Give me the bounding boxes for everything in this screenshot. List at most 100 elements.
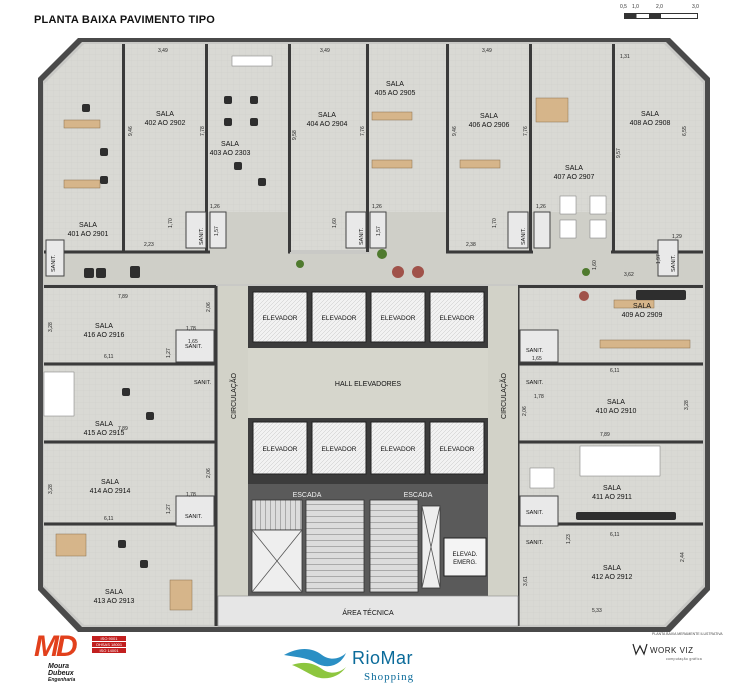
workviz-subtitle: computação gráfica <box>666 657 702 661</box>
dimension: 2,06 <box>206 302 212 312</box>
dimension: 6,11 <box>610 532 620 538</box>
dimension: 6,11 <box>104 516 114 522</box>
sanit-label: SANIT. <box>526 540 544 546</box>
room-405-floor <box>369 44 446 212</box>
circulation-label-left: CIRCULAÇÃO <box>229 373 238 419</box>
elevator-label: ELEVADOR <box>440 446 475 453</box>
dimension: 2,06 <box>206 468 212 478</box>
dimension: 3,49 <box>320 48 330 54</box>
sanit-label: SANIT. <box>51 254 57 272</box>
plan-title: PLANTA BAIXA PAVIMENTO TIPO <box>34 14 215 26</box>
workviz-name: WORK VIZ <box>650 646 694 655</box>
dimension: 7,76 <box>523 126 529 136</box>
dimension: 2,06 <box>522 406 528 416</box>
room-401-floor <box>44 44 122 250</box>
left-sanit-blocks <box>175 329 215 527</box>
dimension: 1,26 <box>536 204 546 210</box>
dimension: 1,29 <box>672 234 682 240</box>
dimension: 6,11 <box>610 368 620 374</box>
md-company-name: Moura Dubeux <box>48 663 74 677</box>
md-subtitle: Engenharia <box>48 677 76 683</box>
sanit-label: SANIT. <box>526 348 544 354</box>
room-412-floor <box>520 526 703 625</box>
iso-badge: OHSAS 18001 <box>92 642 126 647</box>
illustrative-caption: PLANTA BAIXA MERAMENTE ILUSTRATIVA <box>652 632 723 636</box>
dimension: 1,78 <box>186 326 196 332</box>
dimension: 7,89 <box>118 294 128 300</box>
room-407-floor <box>532 44 612 212</box>
top-sanit-blocks <box>45 211 679 277</box>
dimension: 2,38 <box>466 242 476 248</box>
scale-label: 1,0 <box>632 4 639 10</box>
dimension: 1,70 <box>492 218 498 228</box>
dimension: 1,97 <box>656 254 662 264</box>
dimension: 3,62 <box>624 272 634 278</box>
elevator-label: ELEVADOR <box>322 315 357 322</box>
stair-label-left: ESCADA <box>293 492 322 499</box>
dimension: 1,31 <box>620 54 630 60</box>
elevators-bottom <box>252 421 485 475</box>
riomar-wave-icon <box>284 649 346 679</box>
sanit-label: SANIT. <box>521 227 527 245</box>
sanit-labels: SANIT. SANIT. SANIT. SANIT. SANIT. SANIT… <box>51 227 677 546</box>
elevator-label: ELEVADOR <box>263 446 298 453</box>
top-corridor <box>44 254 703 284</box>
dimension: 3,61 <box>523 576 529 586</box>
dimension: 7,89 <box>118 426 128 432</box>
sanit-label: SANIT. <box>526 380 544 386</box>
dimension: 1,57 <box>376 226 382 236</box>
scale-graphic <box>624 13 698 19</box>
workviz-logo: WORK VIZ computação gráfica <box>632 640 732 670</box>
dimension: 2,44 <box>680 552 686 562</box>
stairs <box>251 499 487 593</box>
dimension: 1,60 <box>592 260 598 270</box>
iso-badge: ISO 14001 <box>92 648 126 653</box>
dimension: 1,60 <box>332 218 338 228</box>
dimension: 3,28 <box>48 322 54 332</box>
dimension: 1,23 <box>566 534 572 544</box>
plants <box>296 249 590 276</box>
circulation-label-right: CIRCULAÇÃO <box>499 373 508 419</box>
right-sanit-blocks <box>519 329 559 527</box>
elevator-label: ELEVADOR <box>381 446 416 453</box>
dimension: 6,11 <box>104 354 114 360</box>
elevator-label: ELEVADOR <box>381 315 416 322</box>
dimension: 3,49 <box>158 48 168 54</box>
dimension: 7,89 <box>600 432 610 438</box>
dimension: 1,70 <box>168 218 174 228</box>
iso-badge: ISO 9001 <box>92 636 126 641</box>
dimension: 1,26 <box>372 204 382 210</box>
dimension: 3,49 <box>482 48 492 54</box>
sanit-label: SANIT. <box>194 380 212 386</box>
dimension: 5,33 <box>592 608 602 614</box>
left-walls <box>44 285 218 626</box>
iso-badges: ISO 9001 OHSAS 18001 ISO 14001 <box>92 636 126 654</box>
scale-label: 0,5 <box>620 4 627 10</box>
moura-dubeux-logo: MD ISO 9001 OHSAS 18001 ISO 14001 Moura … <box>34 632 126 694</box>
dimension: 3,28 <box>684 400 690 410</box>
desks <box>55 97 691 611</box>
dimension: 1,27 <box>166 504 172 514</box>
hall-label: HALL ELEVADORES <box>335 381 401 388</box>
dimension: 1,78 <box>186 492 196 498</box>
dimension: 1,65 <box>532 356 542 362</box>
sanit-label: SANIT. <box>671 254 677 272</box>
dimension: 7,76 <box>360 126 366 136</box>
dimension: 1,57 <box>214 226 220 236</box>
riomar-subtitle: Shopping <box>364 671 415 683</box>
scale-label: 3,0 <box>692 4 699 10</box>
sanit-label: SANIT. <box>359 227 365 245</box>
